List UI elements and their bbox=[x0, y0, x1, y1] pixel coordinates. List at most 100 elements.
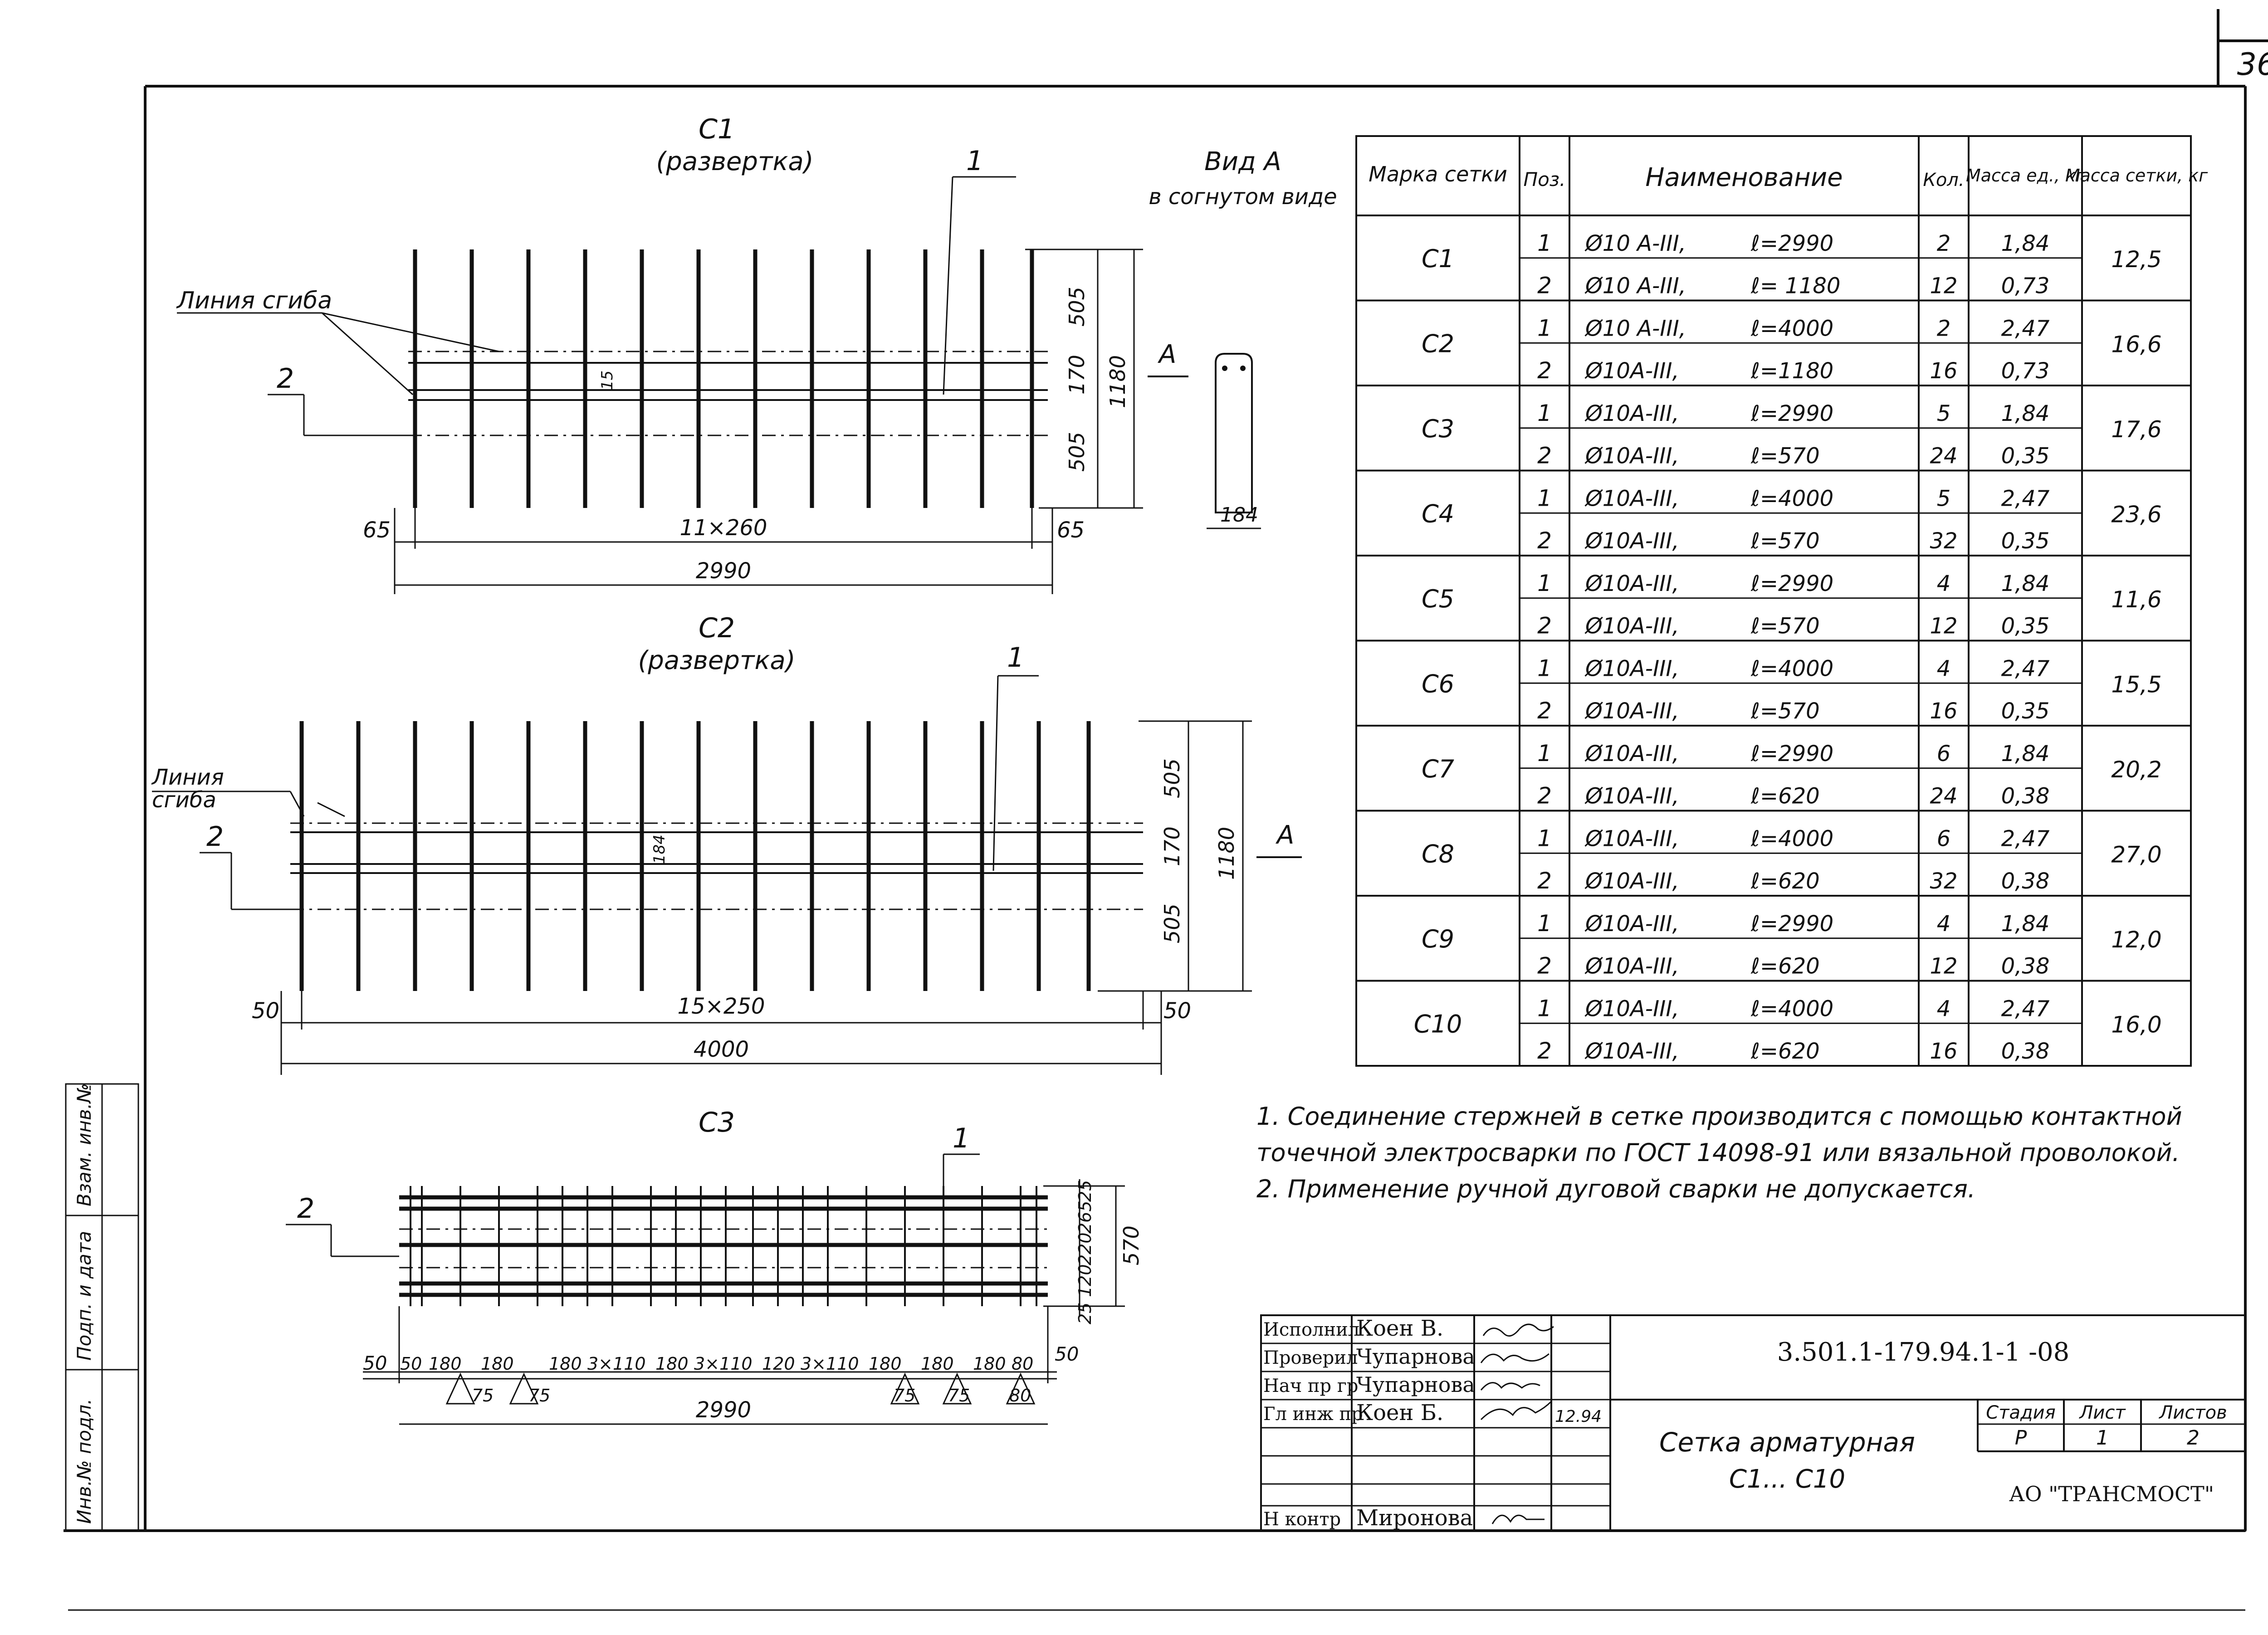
spec-length: ℓ=570 bbox=[1750, 614, 1820, 639]
c1-dim-total: 1180 bbox=[1105, 355, 1130, 408]
c1-dim-bot: 505 bbox=[1065, 432, 1089, 472]
c1-subtitle: (развертка) bbox=[656, 147, 813, 176]
side-stamp-cell-3: Взам. инв.№ bbox=[73, 1083, 95, 1206]
spec-pos: 2 bbox=[1537, 783, 1552, 809]
spec-qty: 32 bbox=[1930, 528, 1957, 554]
spec-unit-mass: 2,47 bbox=[2001, 656, 2050, 681]
spec-name: Ø10А-III, bbox=[1584, 996, 1679, 1021]
spec-name: Ø10 А-III, bbox=[1584, 231, 1686, 256]
c1-pos1-label: 1 bbox=[966, 145, 983, 177]
c2-dim-left: 50 bbox=[252, 998, 279, 1024]
c2-dim-right: 50 bbox=[1163, 998, 1191, 1024]
spec-unit-mass: 0,35 bbox=[2001, 528, 2050, 554]
spec-length: ℓ=620 bbox=[1750, 784, 1820, 809]
spec-total-mass: 12,0 bbox=[2111, 927, 2161, 953]
c3-pos1-label: 1 bbox=[953, 1123, 970, 1154]
company-name: АО "ТРАНСМОСТ" bbox=[2009, 1482, 2214, 1506]
c3-dim-220: 220 bbox=[1075, 1232, 1095, 1265]
c3-bottom-dim-6: 180 bbox=[655, 1354, 689, 1374]
c3-weld-mark-2: 75 bbox=[894, 1386, 915, 1406]
view-c2: C2 (развертка) Линия сгиба 1 bbox=[151, 612, 1302, 1075]
spec-unit-mass: 0,38 bbox=[2001, 869, 2050, 894]
spec-name: Ø10А-III, bbox=[1584, 528, 1679, 554]
spec-mark: C3 bbox=[1422, 415, 1454, 443]
view-c3: C3 1 2 bbox=[286, 1107, 1144, 1425]
spec-qty: 4 bbox=[1937, 571, 1951, 596]
c2-subtitle: (развертка) bbox=[638, 646, 795, 675]
spec-qty: 4 bbox=[1937, 996, 1951, 1021]
spec-length: ℓ=2990 bbox=[1750, 231, 1833, 256]
spec-header-unit-mass: Масса ед., кг bbox=[1966, 166, 2085, 185]
c3-weld-mark-1: 75 bbox=[528, 1386, 550, 1406]
notes: 1. Соединение стержней в сетке производи… bbox=[1256, 1102, 2182, 1203]
spec-mark: C10 bbox=[1414, 1010, 1462, 1038]
spec-unit-mass: 1,84 bbox=[2001, 741, 2050, 766]
c2-inner-dim: 184 bbox=[650, 835, 669, 864]
spec-name: Ø10А-III, bbox=[1584, 741, 1679, 766]
spec-name: Ø10А-III, bbox=[1584, 869, 1679, 894]
c3-bottom-dim-11: 180 bbox=[921, 1354, 954, 1374]
spec-pos: 1 bbox=[1537, 825, 1552, 851]
spec-header-total-mass: Масса сетки, кг bbox=[2065, 166, 2208, 185]
spec-name: Ø10А-III, bbox=[1584, 656, 1679, 681]
spec-length: ℓ=2990 bbox=[1750, 911, 1833, 937]
spec-length: ℓ=2990 bbox=[1750, 741, 1833, 766]
spec-pos: 1 bbox=[1537, 485, 1552, 511]
spec-qty: 5 bbox=[1937, 401, 1951, 426]
spec-header-mark: Марка сетки bbox=[1369, 162, 1507, 186]
note-line-2: точечной электросварки по ГОСТ 14098-91 … bbox=[1256, 1138, 2180, 1167]
spec-name: Ø10 А-III, bbox=[1584, 316, 1686, 341]
spec-qty: 6 bbox=[1937, 826, 1951, 851]
spec-length: ℓ=620 bbox=[1750, 954, 1820, 979]
spec-pos: 1 bbox=[1537, 400, 1552, 426]
c3-bottom-dim-0: 50 bbox=[363, 1352, 387, 1374]
spec-pos: 1 bbox=[1537, 740, 1552, 766]
spec-unit-mass: 2,47 bbox=[2001, 826, 2050, 851]
c2-pos1-label: 1 bbox=[1007, 642, 1024, 674]
view-a-title: Вид А bbox=[1204, 147, 1281, 176]
spec-qty: 12 bbox=[1930, 273, 1957, 299]
c3-weld-mark-3: 75 bbox=[948, 1386, 970, 1406]
spec-total-mass: 15,5 bbox=[2111, 671, 2161, 698]
c3-vertical-bars bbox=[410, 1186, 1037, 1306]
spec-pos: 2 bbox=[1537, 273, 1552, 299]
spec-qty: 16 bbox=[1930, 358, 1957, 384]
c3-dim-120: 120 bbox=[1075, 1264, 1095, 1297]
spec-name: Ø10А-III, bbox=[1584, 784, 1679, 809]
spec-total-mass: 11,6 bbox=[2111, 586, 2161, 613]
spec-unit-mass: 2,47 bbox=[2001, 316, 2050, 341]
spec-mark: C8 bbox=[1422, 839, 1454, 868]
spec-unit-mass: 2,47 bbox=[2001, 996, 2050, 1021]
spec-pos: 2 bbox=[1537, 698, 1552, 724]
spec-total-mass: 17,6 bbox=[2111, 416, 2161, 443]
view-a: Вид А в согнутом виде 184 bbox=[1149, 147, 1337, 529]
sheets-header: Листов bbox=[2158, 1402, 2227, 1423]
c3-bottom-dim-7: 3×110 bbox=[694, 1354, 753, 1374]
spec-name: Ø10А-III, bbox=[1584, 954, 1679, 979]
spec-qty: 16 bbox=[1930, 1039, 1957, 1064]
staff-role-6: Н контр bbox=[1263, 1509, 1341, 1530]
spec-pos: 1 bbox=[1537, 570, 1552, 596]
spec-pos: 1 bbox=[1537, 655, 1552, 681]
spec-unit-mass: 1,84 bbox=[2001, 231, 2050, 256]
note-line-3: 2. Применение ручной дуговой сварки не д… bbox=[1256, 1175, 1975, 1203]
spec-mark: C9 bbox=[1422, 925, 1454, 953]
c3-bottom-dim-12: 180 bbox=[973, 1354, 1006, 1374]
note-line-1: 1. Соединение стержней в сетке производи… bbox=[1256, 1102, 2182, 1131]
signatures bbox=[1480, 1323, 1554, 1524]
spec-pos: 2 bbox=[1537, 868, 1552, 894]
spec-qty: 24 bbox=[1930, 444, 1957, 469]
c3-bottom-dim-1: 50 bbox=[400, 1354, 422, 1374]
spec-length: ℓ=620 bbox=[1750, 869, 1820, 894]
spec-name: Ø10А-III, bbox=[1584, 358, 1679, 384]
c1-vertical-bars bbox=[413, 249, 1034, 508]
spec-name: Ø10А-III, bbox=[1584, 911, 1679, 937]
c3-weld-mark-0: 75 bbox=[472, 1386, 494, 1406]
spec-qty: 12 bbox=[1930, 954, 1957, 979]
staff-role-2: Нач пр гр bbox=[1263, 1376, 1358, 1396]
spec-qty: 4 bbox=[1937, 656, 1951, 681]
staff-role-0: Исполнил bbox=[1263, 1319, 1359, 1340]
sheet-header: Лист bbox=[2078, 1402, 2126, 1423]
